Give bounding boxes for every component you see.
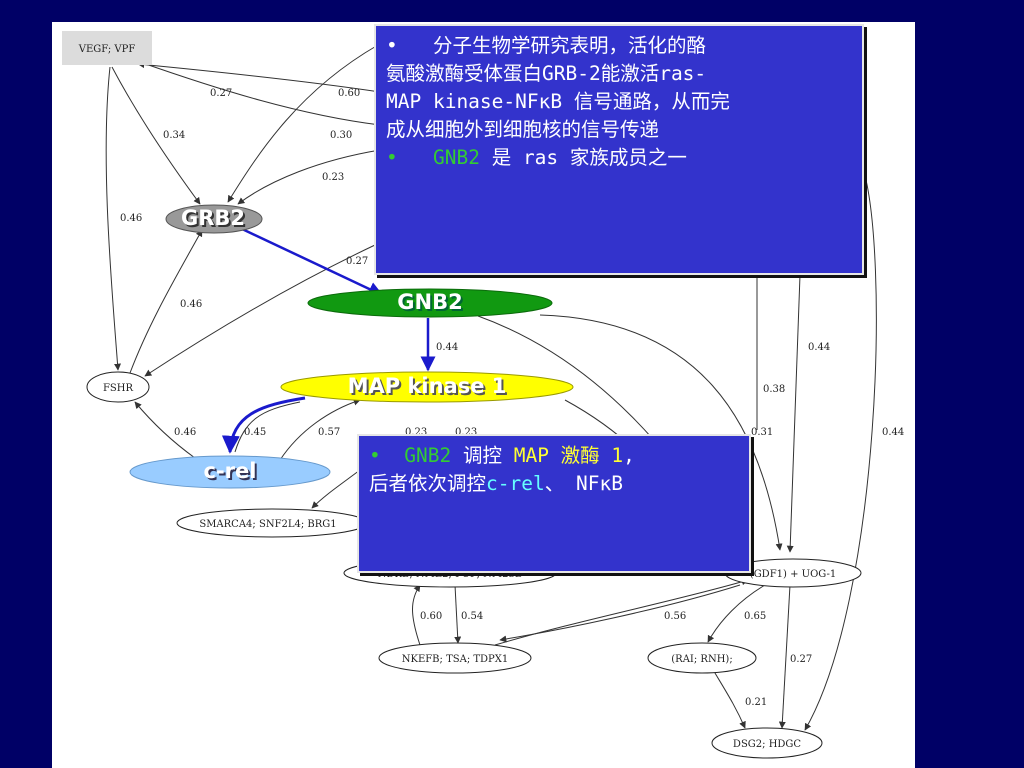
edge-label: 0.56 <box>664 611 686 622</box>
node-label-shadow: MAP kinase 1 <box>350 376 509 400</box>
node-label: c-rel <box>204 459 257 483</box>
edge-label: 0.60 <box>420 611 442 622</box>
edge-label: 0.44 <box>882 427 904 438</box>
node-label: (RAI; RNH); <box>671 654 732 665</box>
edge-label: 0.45 <box>244 427 266 438</box>
edge-label: 0.23 <box>455 427 477 438</box>
edge-label: 0.60 <box>338 88 360 99</box>
node-nkefb: NKEFB; TSA; TDPX1 <box>378 642 532 674</box>
edge-weight-labels: 0.27 0.60 0.34 0.30 0.23 0.46 0.27 0.46 … <box>120 88 904 708</box>
gene-name-map-enzyme: MAP 激酶 1 <box>513 444 624 467</box>
bullet: • <box>386 146 398 169</box>
node-label: GRB2 <box>181 206 245 230</box>
node-label: NKEFB; TSA; TDPX1 <box>402 654 509 665</box>
node-label-shadow: c-rel <box>206 461 259 485</box>
callout-line: • 分子生物学研究表明，活化的酪 <box>386 32 852 60</box>
edge-label: 0.27 <box>210 88 232 99</box>
node-fshr: FSHR <box>86 371 150 403</box>
node-label: SMARCA4; SNF2L4; BRG1 <box>199 519 336 530</box>
node-label: (GDF1) + UOG-1 <box>750 569 836 580</box>
node-label: DSG2; HDGC <box>733 739 801 750</box>
node-vegf: VEGF; VPF <box>62 31 152 65</box>
node-label: GNB2 <box>397 290 462 314</box>
edge-label: 0.31 <box>751 427 773 438</box>
gene-name-gnb2: GNB2 <box>432 146 480 169</box>
node-smarca4: SMARCA4; SNF2L4; BRG1 <box>176 508 368 538</box>
edge-label: 0.54 <box>461 611 483 622</box>
bullet: • <box>369 444 381 467</box>
edge-label: 0.46 <box>120 213 142 224</box>
edge-label: 0.46 <box>180 299 202 310</box>
callout-text: 后者依次调控 <box>369 472 487 495</box>
node-label: NDKB; NME2; PUF; NM23B <box>378 569 523 580</box>
node-grb2: GRB2 GRB2 <box>165 204 263 234</box>
edge-label: 0.21 <box>745 697 767 708</box>
node-map-kinase: MAP kinase 1 MAP kinase 1 <box>280 371 574 403</box>
edge-label: 0.44 <box>436 342 458 353</box>
bullet: • <box>386 34 398 57</box>
node-label: VEGF; VPF <box>78 44 136 55</box>
node-gdf1: (GDF1) + UOG-1 <box>724 558 862 588</box>
gene-name-crel: c-rel <box>486 472 545 495</box>
edge-label: 0.23 <box>322 172 344 183</box>
edge-label: 0.34 <box>163 130 185 141</box>
callout-line: 成从细胞外到细胞核的信号传递 <box>386 118 660 141</box>
node-crel: c-rel c-rel <box>129 455 331 489</box>
edge-label: 0.65 <box>744 611 766 622</box>
gene-name-gnb2: GNB2 <box>404 444 452 467</box>
node-gnb2: GNB2 GNB2 <box>307 288 553 318</box>
callout-line: • GNB2 是 ras 家族成员之一 <box>386 144 852 172</box>
node-dsg2: DSG2; HDGC <box>711 727 823 759</box>
edge-label: 0.44 <box>808 342 830 353</box>
callout-top: • 分子生物学研究表明，活化的酪 氨酸激酶受体蛋白GRB-2能激活ras- MA… <box>374 24 864 275</box>
callout-line: MAP kinase-NFκB 信号通路，从而完 <box>386 90 730 113</box>
node-rai: (RAI; RNH); <box>647 642 757 674</box>
edge-label: 0.23 <box>405 427 427 438</box>
callout-text: 调控 <box>462 444 502 467</box>
node-label: FSHR <box>103 383 134 394</box>
node-label-shadow: GNB2 <box>399 292 464 316</box>
callout-text: 分子生物学研究表明，活化的酪 <box>432 34 706 57</box>
gene-name-nfkb: NFκB <box>575 472 623 495</box>
edge-label: 0.27 <box>790 654 812 665</box>
node-label-shadow: GRB2 <box>183 208 247 232</box>
edge-label: 0.57 <box>318 427 340 438</box>
callout-bottom: • GNB2 调控 MAP 激酶 1, 后者依次调控c-rel、 NFκB <box>357 434 751 573</box>
callout-text: 、 <box>544 472 565 495</box>
edge-label: 0.27 <box>346 256 368 267</box>
highlight-arrows <box>221 226 436 454</box>
callout-text: , <box>623 444 635 467</box>
node-label: MAP kinase 1 <box>348 374 507 398</box>
callout-text: 是 ras 家族成员之一 <box>491 146 687 169</box>
edge-label: 0.46 <box>174 427 196 438</box>
callout-line: 后者依次调控c-rel、 NFκB <box>369 470 739 498</box>
callout-line: 氨酸激酶受体蛋白GRB-2能激活ras- <box>386 62 707 85</box>
callout-line: • GNB2 调控 MAP 激酶 1, <box>369 442 739 470</box>
edge-label: 0.30 <box>330 130 352 141</box>
edge-label: 0.38 <box>763 384 785 395</box>
